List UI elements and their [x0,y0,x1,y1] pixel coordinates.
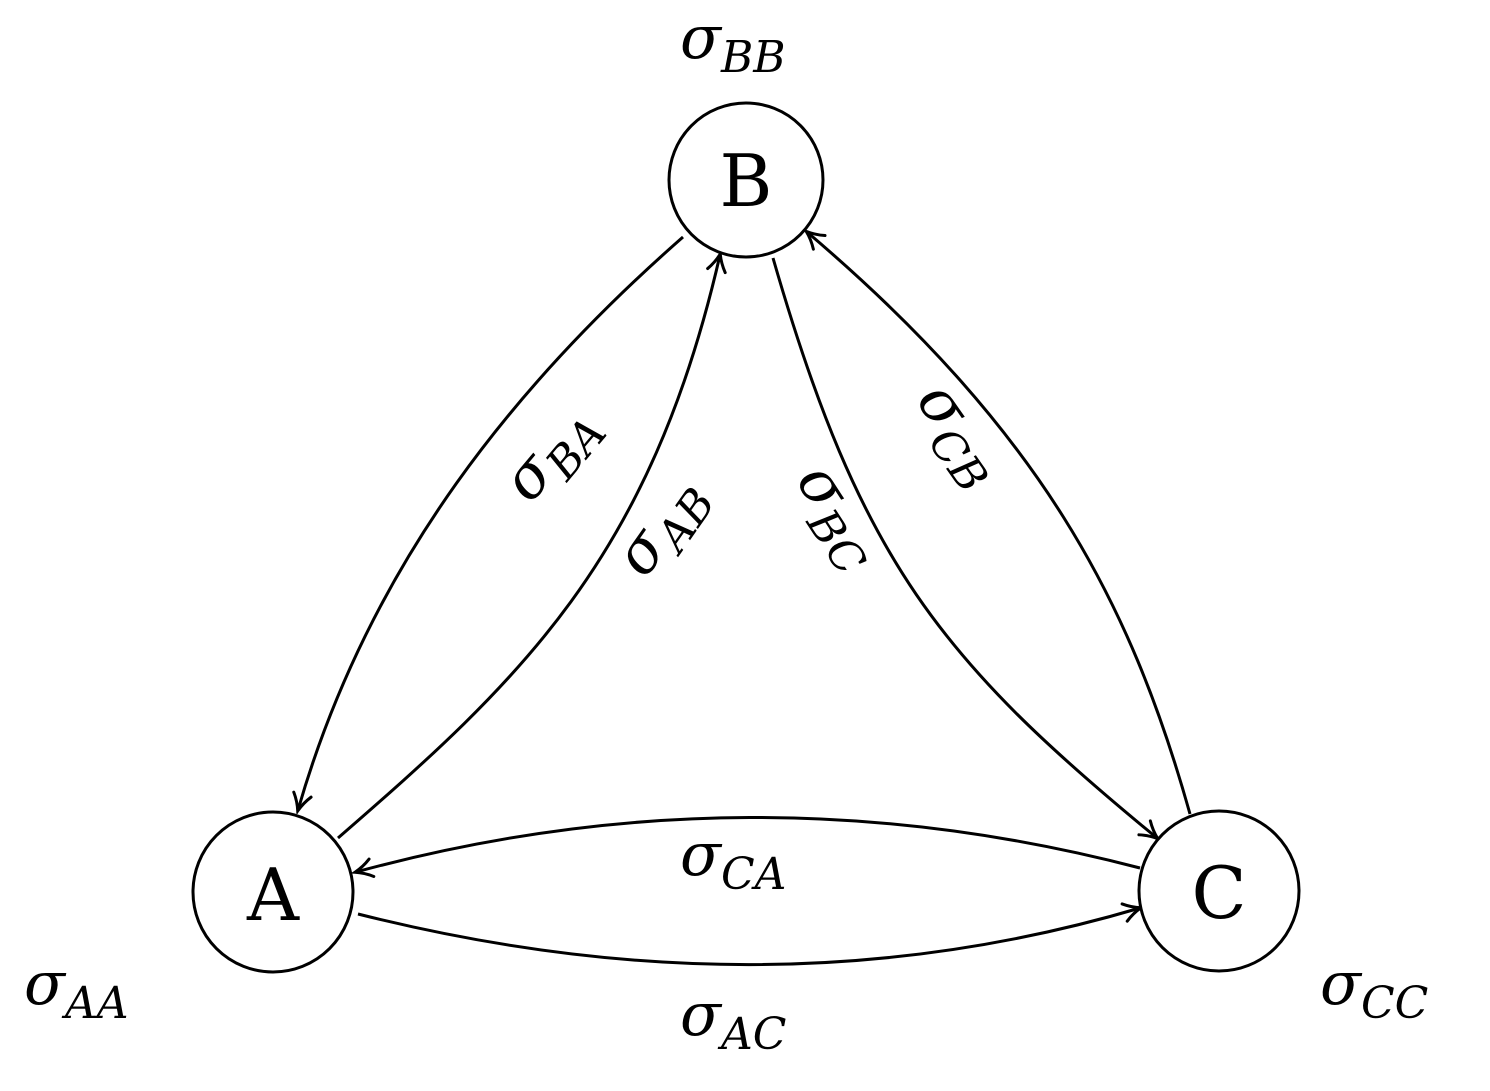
label-sigma-cc: σCC [1320,949,1428,1029]
label-sigma-aa: σAA [24,949,129,1029]
edge-b-to-c [771,257,1157,838]
edge-c-to-b [807,232,1192,815]
edge-a-to-b [337,255,720,840]
edge-c-to-a [356,816,1141,872]
label-sigma-ac: σAC [680,980,786,1060]
edge-b-to-a [298,235,684,810]
label-sigma-ba: σBA [488,389,617,521]
node-a-label: A [246,853,300,937]
node-b-label: B [720,139,773,223]
node-c-label: C [1191,851,1246,935]
label-sigma-bb: σBB [680,3,786,83]
label-sigma-ab: σAB [600,462,726,594]
edge-a-to-c [357,908,1140,967]
label-sigma-cb: σCB [895,368,1022,502]
node-c: C [1137,809,1301,973]
label-sigma-bc: σBC [774,450,900,584]
node-b: B [667,101,825,259]
label-sigma-ca: σCA [680,820,786,900]
node-a: A [191,810,355,974]
